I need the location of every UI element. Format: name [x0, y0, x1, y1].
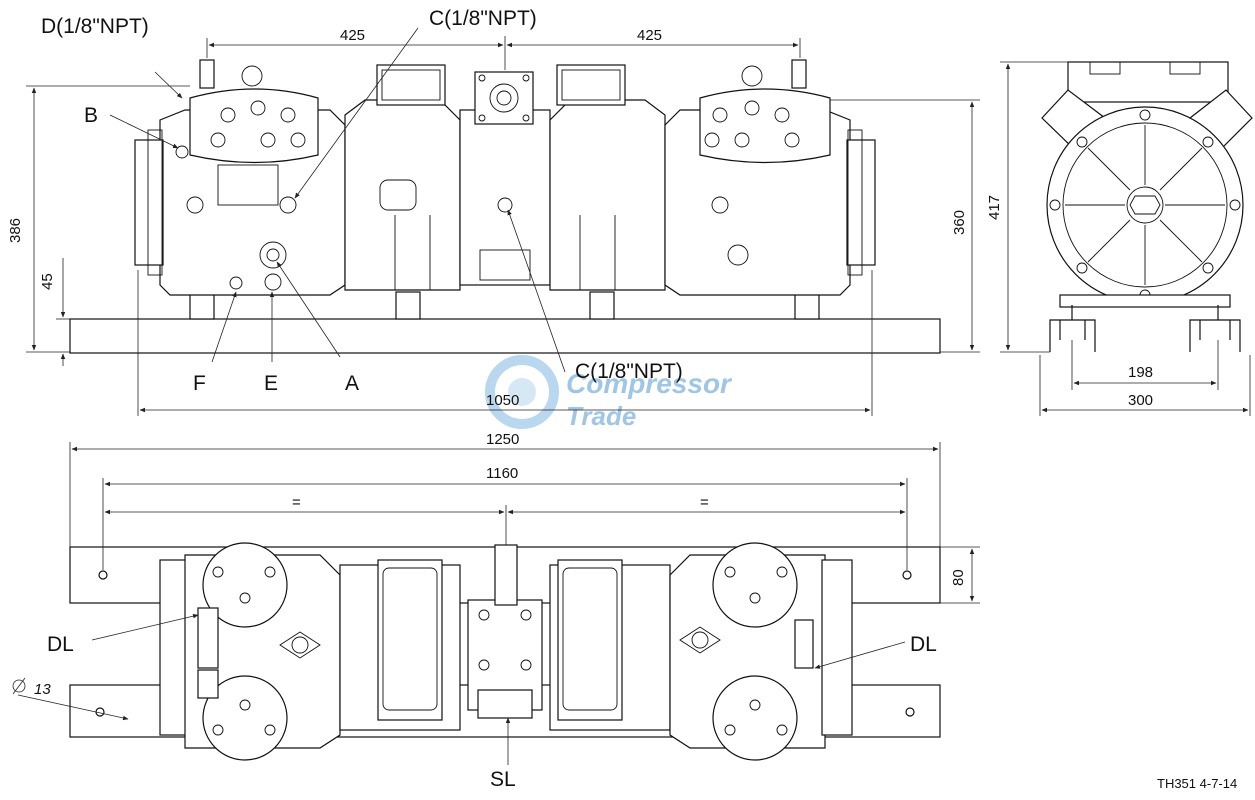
dim-1050: 1050 — [486, 392, 519, 409]
watermark: Compressor Trade — [485, 355, 733, 431]
label-DL-left: DL — [47, 633, 74, 656]
left-motor-housing — [344, 99, 461, 291]
label-C-top: C(1/8"NPT) — [429, 7, 537, 30]
label-A: A — [345, 372, 359, 395]
dim-425-right: 425 — [637, 27, 662, 44]
side-view — [1041, 61, 1253, 352]
dim-386: 386 — [7, 218, 24, 243]
dim-hole-13: 13 — [34, 681, 51, 698]
dim-1160: 1160 — [486, 465, 518, 482]
watermark-line2: Trade — [566, 401, 636, 431]
front-view-dimensions — [26, 36, 980, 416]
label-F: F — [193, 372, 206, 395]
label-B: B — [84, 104, 98, 127]
label-SL: SL — [490, 768, 516, 791]
front-view-leaders — [109, 27, 566, 373]
top-view-leaders — [17, 613, 906, 765]
top-right-head-lower — [712, 675, 798, 761]
dim-198: 198 — [1128, 364, 1153, 381]
label-DL-right: DL — [910, 633, 937, 656]
callout-labels: D(1/8"NPT) C(1/8"NPT) B C(1/8"NPT) F E A… — [41, 7, 937, 791]
right-cylinder-head — [699, 88, 831, 164]
dim-eq-right: = — [700, 494, 709, 511]
dim-300: 300 — [1128, 392, 1153, 409]
side-view-dimensions — [1000, 61, 1251, 416]
drawing-code: TH351 4-7-14 — [1157, 776, 1237, 791]
top-right-head-upper — [712, 542, 798, 628]
front-view — [69, 59, 941, 354]
dim-eq-left: = — [292, 494, 301, 511]
dim-80: 80 — [950, 569, 967, 586]
watermark-line1: Compressor — [566, 368, 733, 399]
front-base-rail — [69, 318, 941, 354]
dim-417: 417 — [986, 195, 1003, 220]
dim-425-left: 425 — [340, 27, 365, 44]
right-motor-housing — [549, 99, 666, 291]
left-cylinder-head — [189, 88, 319, 164]
label-E: E — [264, 372, 278, 395]
center-flange — [459, 109, 551, 286]
hole-diameter: 13 — [12, 677, 51, 698]
dim-360: 360 — [951, 210, 968, 235]
top-left-head-upper — [202, 542, 288, 628]
top-view-dimensions — [69, 442, 980, 604]
label-D: D(1/8"NPT) — [41, 15, 149, 38]
top-left-head-lower — [202, 675, 288, 761]
top-view — [69, 542, 941, 761]
dimension-values: 425 425 386 45 360 417 1050 198 300 1250… — [7, 27, 1153, 698]
label-C-bottom: C(1/8"NPT) — [575, 360, 683, 383]
dim-45: 45 — [39, 273, 56, 290]
dim-1250: 1250 — [486, 431, 519, 448]
